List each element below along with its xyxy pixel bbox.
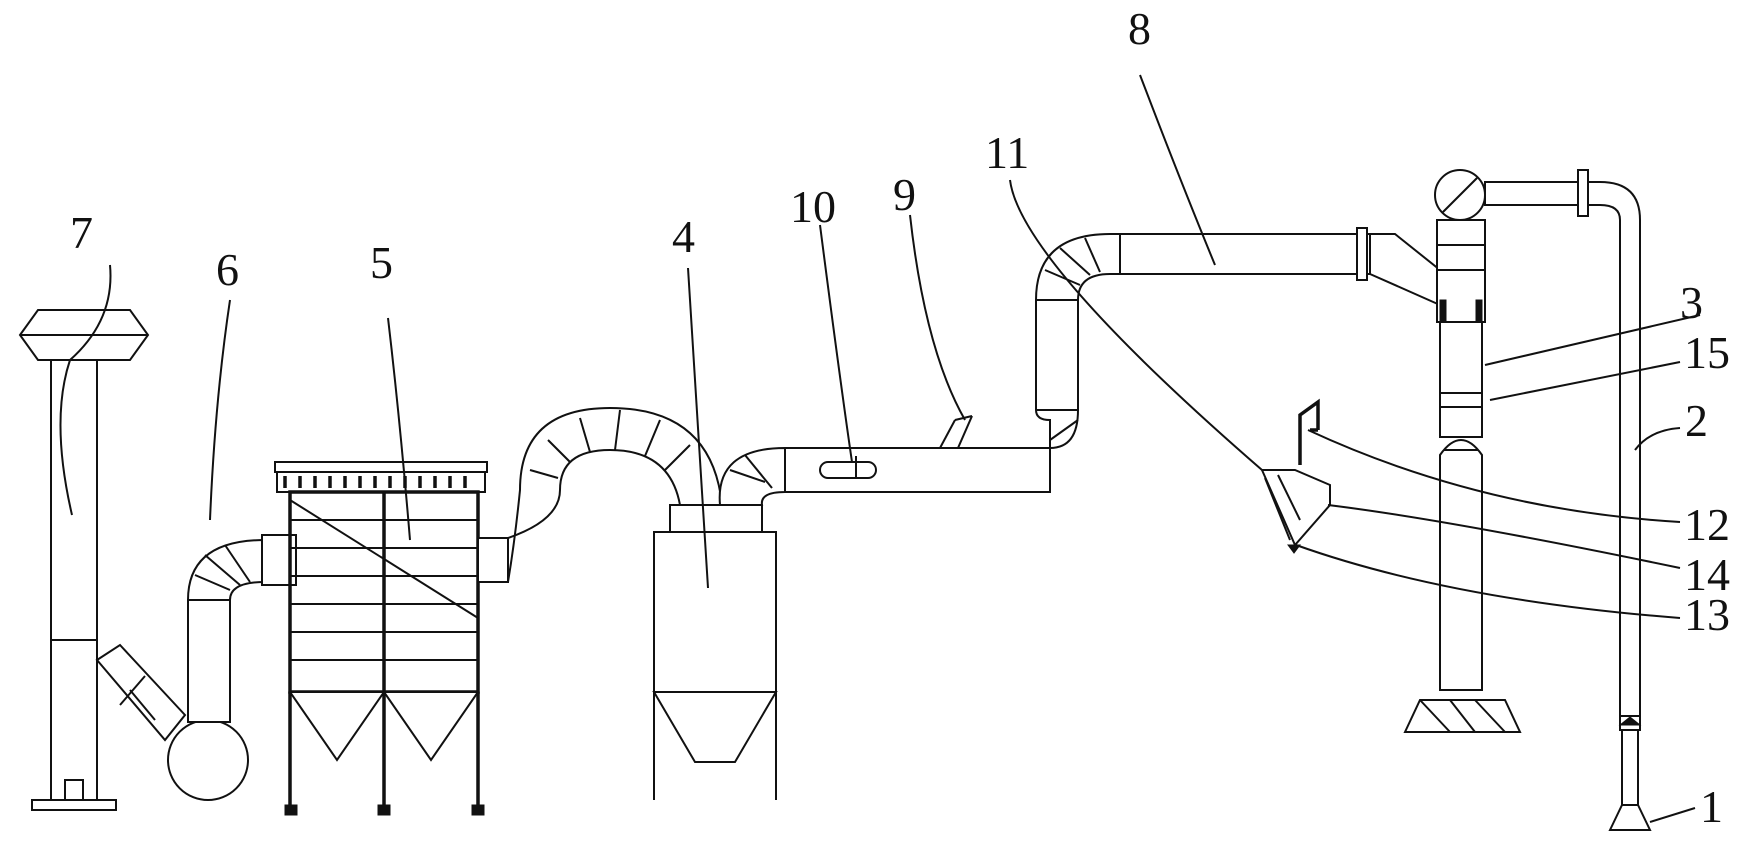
flex-duct-tank-to-main	[718, 446, 786, 506]
sampling-unit	[1260, 398, 1331, 554]
bag-filter	[274, 461, 509, 816]
leader-lines	[59, 74, 1701, 823]
scrubber-column	[1403, 169, 1522, 733]
horizontal-duct	[784, 415, 1051, 493]
suction-pipe	[1484, 169, 1642, 731]
label-12: 12	[1684, 499, 1730, 550]
label-1: 1	[1700, 781, 1723, 832]
label-5: 5	[370, 237, 393, 288]
suction-hood	[1608, 729, 1652, 831]
label-7: 7	[70, 207, 93, 258]
flex-duct-filter-to-cyclone	[507, 406, 724, 583]
label-11: 11	[985, 127, 1029, 178]
exhaust-stack	[18, 309, 150, 811]
label-4: 4	[672, 211, 695, 262]
label-15: 15	[1684, 327, 1730, 378]
rising-duct-bend	[1035, 233, 1121, 450]
label-10: 10	[790, 181, 836, 232]
top-duct	[1119, 227, 1441, 307]
settling-tank	[652, 504, 778, 800]
label-9: 9	[893, 169, 916, 220]
label-6: 6	[216, 244, 239, 295]
label-3: 3	[1680, 277, 1703, 328]
label-13: 13	[1684, 589, 1730, 640]
label-8: 8	[1128, 3, 1151, 54]
label-14: 14	[1684, 549, 1730, 600]
callout-labels: 7 6 5 4 10 9 11 8 3 15 2 12 14 13 1	[70, 3, 1730, 832]
label-2: 2	[1685, 395, 1708, 446]
induced-draft-fan	[95, 534, 297, 801]
